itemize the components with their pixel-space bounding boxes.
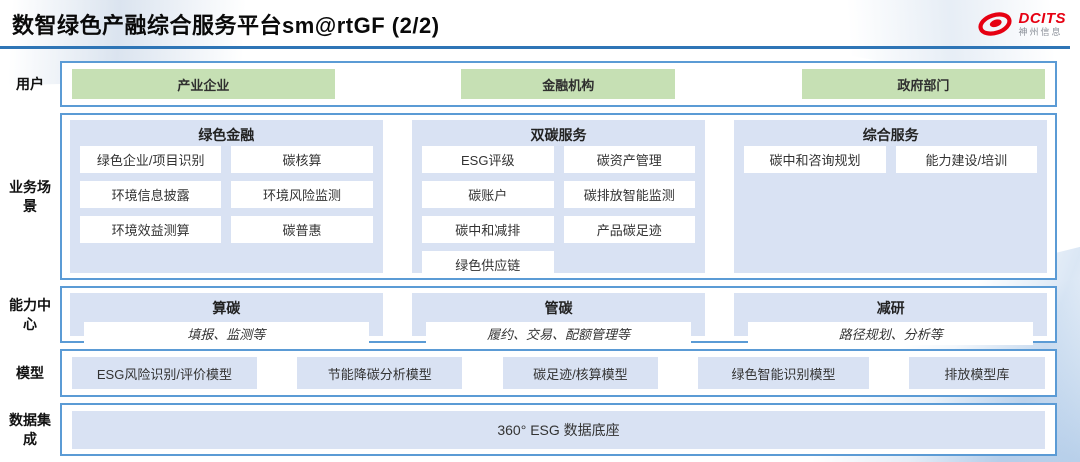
model-box: 节能降碳分析模型 [297, 357, 463, 389]
capability-desc: 填报、监测等 [84, 322, 369, 345]
scenario-item: 绿色企业/项目识别 [80, 146, 222, 173]
scenario-item: 碳核算 [231, 146, 373, 173]
user-block-industry: 产业企业 [72, 69, 335, 99]
scenario-item: 绿色供应链 [421, 251, 554, 278]
scenario-item: 环境风险监测 [231, 181, 373, 208]
scenario-item: 产品碳足迹 [563, 216, 696, 243]
row-label-models: 模型 [16, 364, 44, 381]
dcits-swirl-icon [977, 12, 1012, 36]
user-block-government: 政府部门 [801, 69, 1045, 99]
scenario-item: 碳普惠 [231, 216, 373, 243]
data-integration-row: 360° ESG 数据底座 [60, 403, 1057, 456]
comprehensive-service-items: 碳中和咨询规划 能力建设/培训 [744, 146, 1037, 173]
scenarios-row: 绿色金融 绿色企业/项目识别 碳核算 环境信息披露 环境风险监测 环境效益测算 … [60, 113, 1057, 280]
scenario-item: 碳排放智能监测 [563, 181, 696, 208]
capability-manage-carbon: 管碳 履约、交易、配额管理等 [411, 293, 706, 345]
dcits-logo-text: DCITS 神州信息 [1019, 11, 1067, 37]
page-title: 数智绿色产融综合服务平台sm@rtGF (2/2) [12, 13, 440, 38]
row-label-data-integration: 数据集成 [9, 411, 51, 447]
panel-comprehensive-service: 综合服务 碳中和咨询规划 能力建设/培训 [734, 120, 1047, 273]
row-label-scenarios: 业务场景 [9, 178, 51, 214]
capability-title: 减研 [876, 300, 905, 316]
row-label-users: 用户 [16, 75, 44, 92]
header-divider-rule [0, 46, 1070, 49]
esg-data-foundation-bar: 360° ESG 数据底座 [72, 410, 1045, 449]
user-block-finance: 金融机构 [461, 69, 676, 99]
model-box: 绿色智能识别模型 [698, 357, 869, 389]
green-finance-items: 绿色企业/项目识别 碳核算 环境信息披露 环境风险监测 环境效益测算 碳普惠 [80, 146, 373, 243]
architecture-grid: 用户 产业企业 金融机构 政府部门 业务场景 绿色金融 绿色企业/项目识别 碳核… [0, 61, 1057, 456]
model-box: 排放模型库 [908, 357, 1045, 389]
header: 数智绿色产融综合服务平台sm@rtGF (2/2) DCITS 神州信息 [0, 0, 1080, 46]
dual-carbon-items: ESG评级 碳资产管理 碳账户 碳排放智能监测 碳中和减排 产品碳足迹 绿色供应… [421, 146, 696, 278]
capability-title: 管碳 [544, 300, 573, 316]
capability-reduce-research: 减研 路径规划、分析等 [734, 293, 1047, 345]
capability-desc: 履约、交易、配额管理等 [425, 322, 692, 345]
dcits-brand: DCITS [1018, 10, 1066, 27]
dcits-company: 神州信息 [1018, 27, 1063, 37]
capability-desc: 路径规划、分析等 [748, 322, 1033, 345]
dcits-logo: DCITS 神州信息 [975, 10, 1067, 38]
scenario-item: 环境信息披露 [80, 181, 222, 208]
model-box: ESG风险识别/评价模型 [72, 357, 257, 389]
scenario-item: 碳中和咨询规划 [744, 146, 886, 173]
panel-title-dual-carbon: 双碳服务 [530, 127, 587, 143]
scenario-item: 能力建设/培训 [895, 146, 1037, 173]
panel-title-comprehensive-service: 综合服务 [862, 127, 919, 143]
panel-green-finance: 绿色金融 绿色企业/项目识别 碳核算 环境信息披露 环境风险监测 环境效益测算 … [70, 120, 383, 273]
scenario-item: 环境效益测算 [80, 216, 222, 243]
model-box: 碳足迹/核算模型 [502, 357, 659, 389]
scenario-item: 碳账户 [421, 181, 554, 208]
capabilities-row: 算碳 填报、监测等 管碳 履约、交易、配额管理等 减研 路径规划、分析等 [60, 286, 1057, 345]
scenario-item: 碳资产管理 [563, 146, 696, 173]
scenario-item: 碳中和减排 [421, 216, 554, 243]
users-row: 产业企业 金融机构 政府部门 [60, 61, 1057, 107]
row-label-capabilities: 能力中心 [9, 296, 51, 332]
panel-title-green-finance: 绿色金融 [198, 127, 255, 143]
panel-dual-carbon: 双碳服务 ESG评级 碳资产管理 碳账户 碳排放智能监测 碳中和减排 产品碳足迹… [411, 120, 706, 278]
scenario-item: ESG评级 [421, 146, 554, 173]
capability-calc-carbon: 算碳 填报、监测等 [70, 293, 383, 345]
capability-title: 算碳 [212, 300, 241, 316]
models-row: ESG风险识别/评价模型 节能降碳分析模型 碳足迹/核算模型 绿色智能识别模型 … [60, 349, 1057, 397]
